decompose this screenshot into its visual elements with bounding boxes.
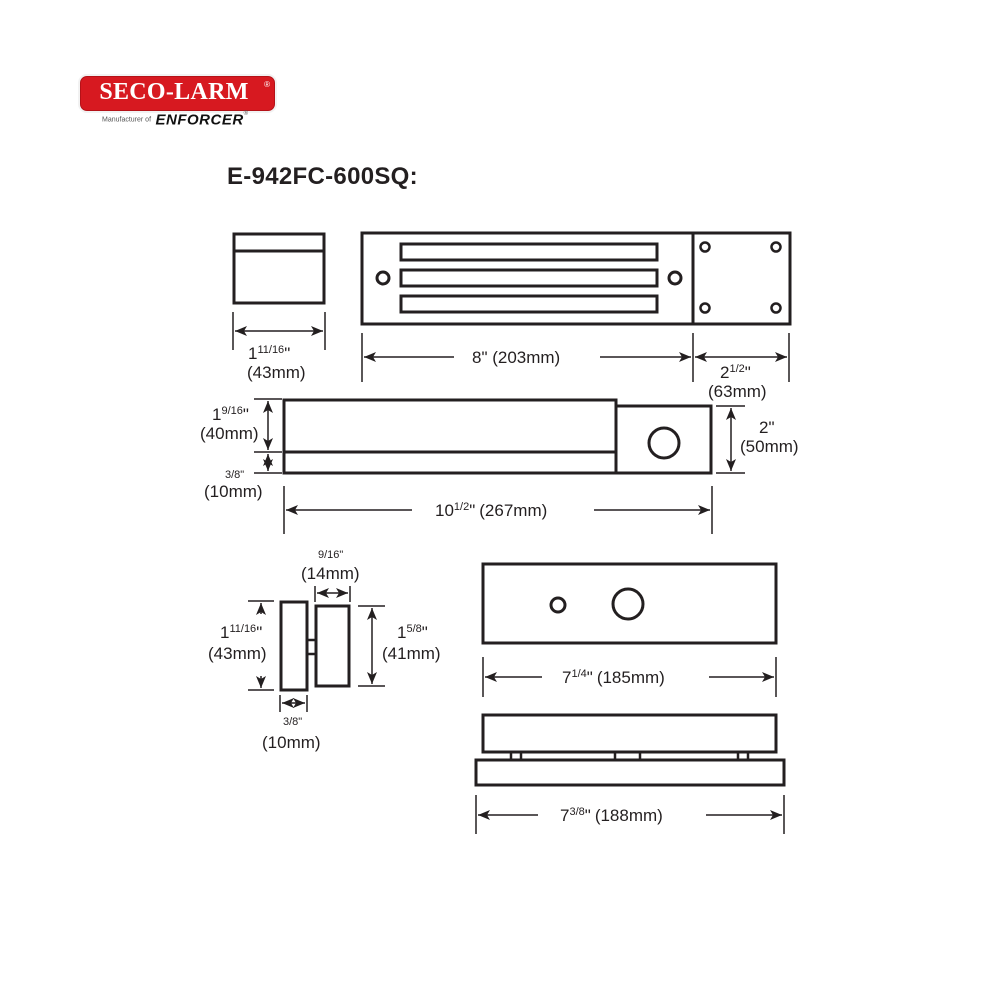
logo-brand-text: SECO-LARM — [99, 79, 249, 105]
bracket-length-label: 21/2" — [720, 363, 751, 382]
side-height-dimensions — [254, 398, 745, 474]
registered-mark-small: ® — [243, 111, 249, 117]
armature-plate-height-metric: (41mm) — [382, 644, 441, 663]
cable-hole-icon — [647, 426, 681, 460]
armature-end-dimensions — [248, 586, 385, 712]
screw-hole-icon — [611, 587, 645, 621]
magnet-length-label: 8" (203mm) — [472, 348, 560, 367]
mounting-hole-icon — [667, 270, 683, 286]
armature-assembly-length-label: 73/8"(188mm) — [560, 806, 663, 825]
side-lower-height-metric: (10mm) — [204, 482, 263, 501]
armature-gap-label: 9/16" — [318, 549, 343, 561]
armature-height-label: 111/16" — [220, 623, 262, 642]
bracket-hole-icon — [770, 241, 782, 253]
armature-plate-length-dimension — [482, 657, 777, 697]
pin-hole-icon — [549, 596, 567, 614]
end-view-width-label: 111/16" — [248, 344, 290, 363]
end-view-width-metric: (43mm) — [247, 363, 306, 382]
registered-mark: ® — [264, 80, 270, 89]
side-upper-height-metric: (40mm) — [200, 424, 259, 443]
logo-badge: SECO-LARM ® — [80, 76, 275, 111]
bracket-height-label: 2" — [759, 418, 775, 437]
armature-height-metric: (43mm) — [208, 644, 267, 663]
bracket-hole-icon — [699, 241, 711, 253]
armature-gap-metric: (14mm) — [301, 564, 360, 583]
total-length-label: 101/2"(267mm) — [435, 501, 547, 520]
dimension-labels: 111/16" (43mm) 8" (203mm) 21/2" (63mm) 1… — [200, 344, 799, 825]
armature-plate-view — [481, 562, 778, 645]
enforcer-wordmark: ENFORCER — [155, 111, 244, 129]
model-title: E-942FC-600SQ: — [227, 163, 418, 190]
side-upper-height-label: 19/16" — [212, 405, 249, 424]
mounting-hole-icon — [375, 270, 391, 286]
bracket-hole-icon — [770, 302, 782, 314]
bracket-hole-icon — [699, 302, 711, 314]
seco-larm-logo: SECO-LARM ® Manufacturer of ENFORCER® — [80, 76, 275, 128]
armature-assembly-view — [474, 713, 786, 787]
side-lower-height-label: 3/8" — [225, 469, 244, 481]
magnet-length-dimension — [361, 333, 790, 382]
armature-plate-height-label: 15/8" — [397, 623, 428, 642]
armature-plate-length-label: 71/4"(185mm) — [562, 668, 665, 687]
magnet-side-view — [282, 398, 713, 475]
magnet-end-view — [232, 232, 326, 305]
end-view-width-dimension — [232, 312, 326, 350]
total-length-dimension — [283, 486, 713, 534]
armature-thickness-label: 3/8" — [283, 716, 302, 728]
bracket-height-metric: (50mm) — [740, 437, 799, 456]
logo-tagline-prefix: Manufacturer of — [102, 116, 152, 124]
armature-assembly-length-dimension — [475, 795, 785, 834]
armature-thickness-metric: (10mm) — [262, 733, 321, 752]
armature-end-view — [279, 600, 351, 692]
bracket-length-metric: (63mm) — [708, 382, 767, 401]
logo-tagline: Manufacturer of ENFORCER® — [102, 111, 248, 129]
magnet-front-view — [360, 231, 792, 326]
